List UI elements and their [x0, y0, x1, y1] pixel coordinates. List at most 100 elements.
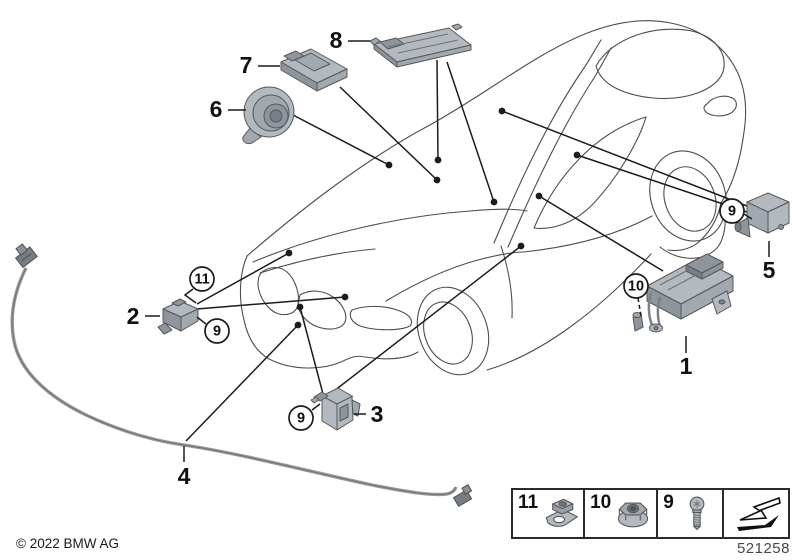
legend-cell-9[interactable]: 9	[656, 490, 722, 537]
callout-10[interactable]: 10	[623, 273, 649, 317]
callout-7[interactable]: 7	[240, 52, 280, 78]
leader-line	[185, 324, 299, 442]
part-6-round-siren	[242, 86, 295, 145]
leader-line	[538, 195, 664, 272]
part-3-door-sensor	[310, 387, 361, 431]
callout-circle	[288, 405, 314, 431]
part-5-rear-sensor	[734, 192, 790, 238]
legend-cell-11[interactable]: 11	[513, 490, 583, 537]
car-front-edge	[239, 255, 270, 360]
callout-9[interactable]: 9	[196, 316, 230, 344]
car-taillight	[703, 95, 737, 117]
leader-line	[339, 86, 438, 181]
leader-line	[576, 154, 748, 213]
cable-path-shade	[11, 267, 457, 495]
rear-wheel-arch	[649, 150, 727, 242]
leader-dot	[434, 156, 442, 164]
leader-dot	[517, 242, 525, 250]
leader-dot	[535, 192, 543, 200]
car-outline	[239, 20, 747, 376]
part-4-sensor-cable	[10, 243, 473, 508]
cable-connector-top	[14, 243, 38, 269]
leader-dot	[296, 303, 304, 311]
leader-line	[196, 252, 290, 305]
legend-cell-10[interactable]: 10	[583, 490, 656, 537]
car-door-cut-line	[500, 245, 513, 319]
direction-arrow-icon	[729, 493, 786, 535]
callout-number: 7	[240, 52, 253, 78]
callout-tick	[743, 213, 753, 220]
cable-path	[10, 267, 458, 497]
callout-9[interactable]: 9	[288, 403, 321, 431]
flange-nut-icon	[612, 493, 654, 535]
callout-circle	[623, 273, 649, 299]
car-front-bumper-bottom	[268, 351, 419, 369]
callout-tick	[637, 297, 642, 317]
kidney-grille-left	[257, 266, 300, 316]
callout-number: 9	[213, 324, 221, 340]
front-wheel	[423, 301, 473, 365]
callout-6[interactable]: 6	[210, 96, 246, 122]
callout-8[interactable]: 8	[330, 27, 370, 53]
legend-number: 9	[663, 492, 674, 513]
part-1-airbag-control-unit	[632, 253, 734, 333]
leader-dot	[498, 107, 506, 115]
part-2-front-sensor	[157, 298, 199, 335]
headlight	[349, 305, 413, 331]
callout-9[interactable]: 9	[719, 198, 753, 224]
callout-4[interactable]: 4	[178, 446, 191, 489]
legend-cell-arrow[interactable]	[722, 490, 788, 537]
leader-dot	[285, 249, 293, 257]
leader-line	[299, 306, 324, 395]
cage-nut-icon	[539, 493, 581, 535]
callout-number: 5	[763, 257, 776, 283]
callout-number: 2	[127, 303, 140, 329]
leader-line	[436, 59, 439, 161]
kidney-grille-right	[297, 290, 347, 330]
car-rear-window	[595, 28, 725, 100]
callout-number: 9	[728, 204, 736, 220]
rear-wheel	[663, 166, 717, 232]
callout-tick	[311, 403, 321, 411]
callout-number: 6	[210, 96, 223, 122]
car-hood-line-2	[259, 248, 376, 274]
callout-number: 11	[194, 272, 209, 288]
car-a-pillar-outer	[493, 39, 602, 244]
callout-11[interactable]: 11	[183, 266, 215, 304]
leader-dot	[573, 151, 581, 159]
leader-line	[196, 296, 346, 310]
legend-number: 10	[590, 492, 612, 513]
leader-dot	[490, 198, 498, 206]
leader-dot	[385, 161, 393, 169]
cable-connector-bottom	[452, 484, 473, 508]
leader-line	[446, 61, 495, 203]
callout-circle	[189, 266, 215, 292]
callout-tick	[196, 316, 207, 325]
car-sill-line	[486, 253, 652, 371]
car-shoulder-line	[523, 215, 653, 253]
car-quarter-window	[533, 116, 647, 229]
callouts-layer: 8 76 2 3 5 1 4 11 9 9 9 10	[127, 27, 776, 489]
leader-line	[292, 114, 390, 166]
callout-1[interactable]: 1	[680, 336, 693, 379]
car-rear-edge	[667, 202, 722, 252]
callout-5[interactable]: 5	[763, 241, 776, 283]
callout-tick	[183, 288, 197, 304]
leader-lines-layer	[185, 59, 748, 442]
callout-circle	[204, 318, 230, 344]
leader-line	[333, 245, 522, 392]
callout-number: 10	[628, 279, 644, 295]
callout-circle	[719, 198, 745, 224]
callout-number: 4	[178, 463, 191, 489]
car-fender-line	[385, 251, 525, 302]
callout-3[interactable]: 3	[354, 401, 383, 427]
leader-line	[501, 110, 748, 207]
callout-number: 3	[371, 401, 384, 427]
fastener-legend: 11 10	[511, 488, 790, 539]
part-8-flat-module	[369, 23, 472, 68]
part-7-wedge-module	[280, 48, 348, 92]
copyright-text: © 2022 BMW AG	[16, 536, 119, 551]
car-top-silhouette	[246, 20, 747, 257]
callout-2[interactable]: 2	[127, 303, 160, 329]
